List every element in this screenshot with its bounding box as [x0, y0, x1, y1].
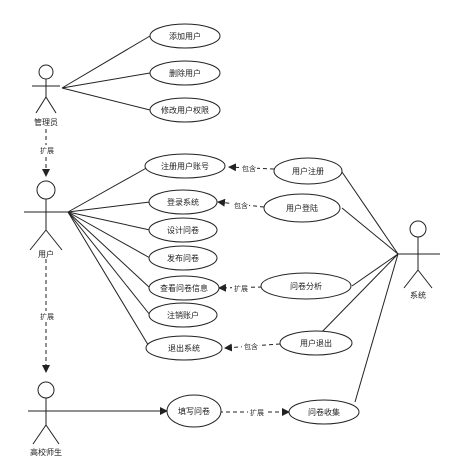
actor-admin-label: 管理员: [34, 117, 58, 127]
svg-text:填写问卷: 填写问卷: [178, 406, 210, 416]
use-case-design-questionnaire: 设计问卷: [148, 217, 218, 243]
use-case-user-register: 用户注册: [273, 157, 343, 185]
include-label-register: 包含: [242, 164, 256, 173]
include-label-login: 包含: [234, 201, 248, 210]
use-case-publish-questionnaire: 发布问卷: [148, 245, 218, 271]
svg-text:发布问卷: 发布问卷: [167, 253, 199, 263]
svg-text:删除用户: 删除用户: [169, 68, 201, 78]
association-lines: [61, 35, 399, 415]
svg-text:用户注册: 用户注册: [292, 166, 324, 176]
svg-text:注册用户账号: 注册用户账号: [161, 161, 209, 171]
actor-system: 系统: [398, 220, 440, 300]
use-case-exit-system: 退出系统: [145, 335, 223, 361]
use-case-delete-user: 删除用户: [149, 60, 221, 86]
use-case-modify-permission: 修改用户权限: [149, 97, 221, 123]
use-case-login-system: 登录系统: [148, 189, 218, 215]
actor-system-label: 系统: [410, 290, 426, 300]
svg-text:注销账户: 注销账户: [167, 310, 199, 320]
extend-label-user-student: 扩展: [40, 312, 54, 321]
svg-text:问卷分析: 问卷分析: [290, 281, 322, 291]
svg-text:修改用户权限: 修改用户权限: [161, 105, 209, 115]
include-label-exit: 包含: [244, 342, 258, 351]
actor-user: 用户: [24, 180, 68, 259]
extend-label-collect: 扩展: [250, 408, 264, 417]
svg-text:问卷收集: 问卷收集: [308, 407, 340, 417]
actor-student-label: 高校师生: [30, 447, 62, 457]
actor-student: 高校师生: [28, 381, 68, 457]
use-case-register-account: 注册用户账号: [144, 153, 226, 179]
svg-text:用户退出: 用户退出: [300, 338, 332, 348]
extend-label-admin-user: 扩展: [40, 146, 54, 155]
svg-text:退出系统: 退出系统: [168, 343, 200, 353]
use-case-fill-questionnaire: 填写问卷: [166, 394, 222, 428]
use-case-view-questionnaire-info: 查看问卷信息: [148, 275, 220, 301]
use-case-add-user: 添加用户: [149, 23, 221, 49]
extend-label-analysis: 扩展: [234, 284, 248, 293]
svg-text:添加用户: 添加用户: [169, 31, 201, 41]
relation-labels: 扩展 扩展 包含 包含 扩展 包含 扩展: [38, 145, 265, 417]
use-case-cancel-account: 注销账户: [148, 302, 218, 328]
svg-text:用户登陆: 用户登陆: [286, 203, 318, 213]
svg-text:设计问卷: 设计问卷: [167, 225, 199, 235]
actor-admin: 管理员: [30, 64, 62, 127]
actor-user-label: 用户: [38, 249, 54, 259]
use-case-questionnaire-collect: 问卷收集: [288, 399, 360, 425]
use-case-questionnaire-analysis: 问卷分析: [260, 272, 352, 300]
svg-text:查看问卷信息: 查看问卷信息: [160, 283, 208, 293]
svg-text:登录系统: 登录系统: [167, 197, 199, 207]
use-case-user-login: 用户登陆: [263, 193, 341, 223]
use-case-user-exit: 用户退出: [279, 330, 353, 356]
